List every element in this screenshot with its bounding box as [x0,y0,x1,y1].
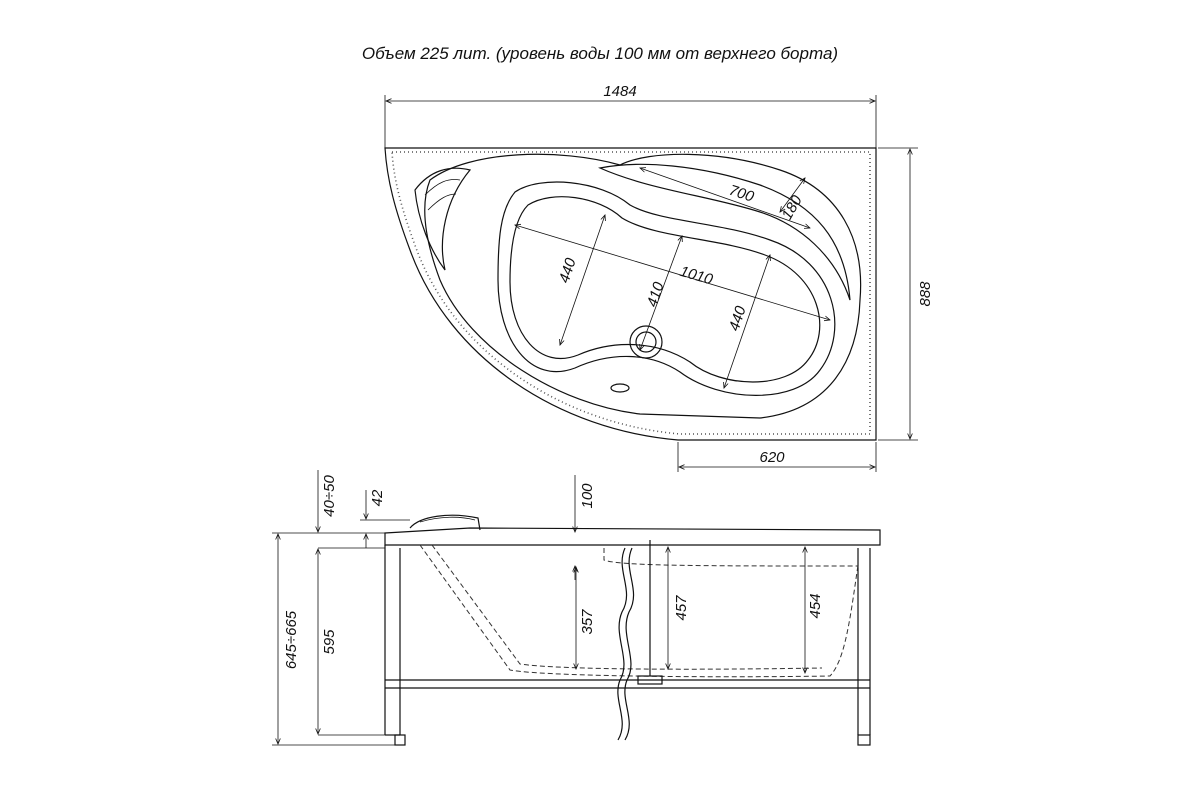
dim-rim: 42 [369,489,386,506]
leg-left-icon [394,734,406,746]
top-view: 1484 1010 700 [384,83,934,472]
leg-right-icon [857,734,871,746]
dim-width-right: 440 [726,303,750,333]
dim-leg-adjust: 40÷50 [321,475,338,517]
volume-caption: Объем 225 лит. (уровень воды 100 мм от в… [361,44,839,63]
dim-depth-3: 454 [807,593,824,618]
dim-width-left: 440 [556,255,580,285]
dim-total-height: 645÷665 [283,610,300,669]
dim-seat-length: 700 [727,182,757,206]
drain-icon [629,325,663,359]
dim-depth-1: 357 [579,609,596,635]
tub-outline-side [384,527,881,546]
tub-outline-top [384,147,877,441]
dim-depth-label: 888 [917,281,934,307]
dim-front-label: 620 [759,449,785,466]
dim-interior-length: 1010 [678,263,715,289]
dim-depth-2: 457 [673,595,690,621]
dim-width-label: 1484 [603,83,636,100]
side-view: 645÷665 595 40÷50 42 100 357 457 [272,470,881,746]
overflow-icon [610,383,630,393]
dim-water-offset: 100 [579,483,596,509]
dim-tub-height: 595 [321,629,338,655]
